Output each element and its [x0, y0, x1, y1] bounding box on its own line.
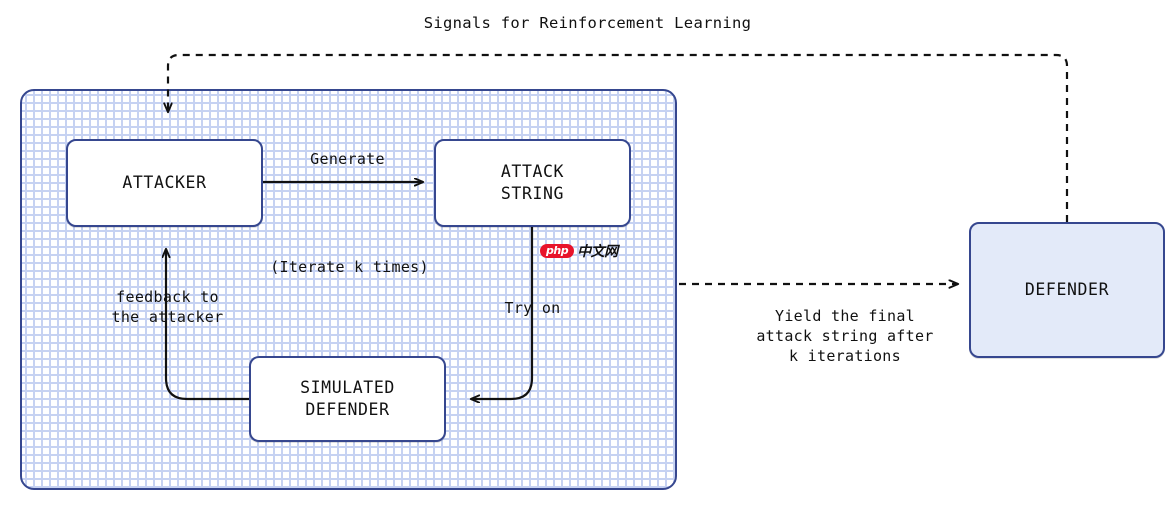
node-simulated-defender[interactable]: SIMULATED DEFENDER [249, 356, 446, 442]
edge-label-feedback: feedback to the attacker [111, 288, 224, 326]
php-watermark: php 中文网 [540, 240, 618, 262]
watermark-text: 中文网 [577, 244, 618, 260]
node-attacker[interactable]: ATTACKER [66, 139, 263, 227]
edge-label-try-on: Try on [504, 299, 561, 317]
edge-label-yield: Yield the final attack string after k it… [756, 307, 934, 365]
node-attack-string[interactable]: ATTACK STRING [434, 139, 631, 227]
edge-label-generate: Generate [310, 150, 385, 168]
diagram-title: Signals for Reinforcement Learning [423, 14, 752, 32]
node-defender[interactable]: DEFENDER [969, 222, 1165, 358]
edge-label-iterate: (Iterate k times) [270, 258, 429, 276]
php-logo-icon: php [540, 243, 575, 259]
